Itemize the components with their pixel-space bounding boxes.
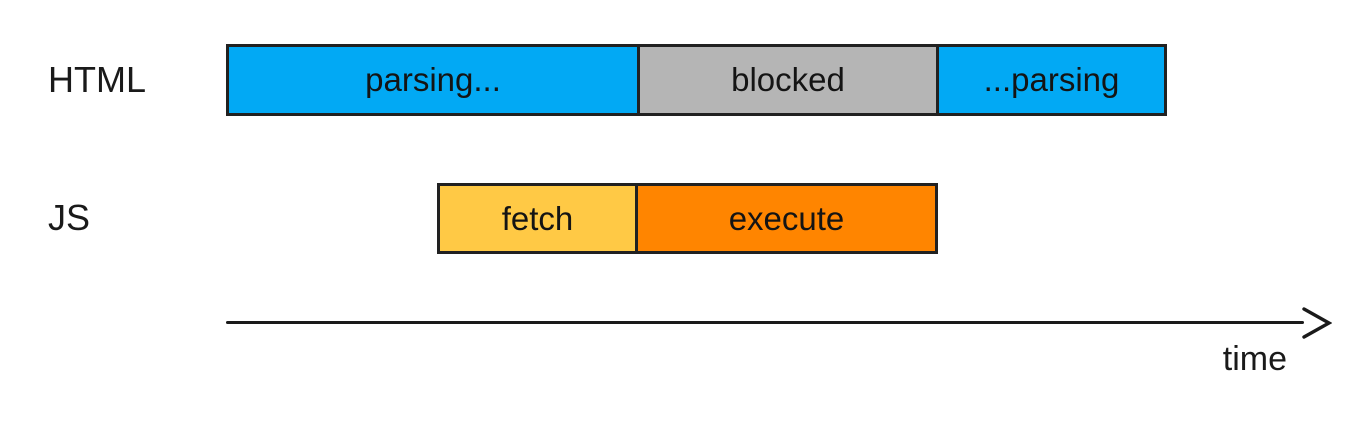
row-label-html: HTML: [48, 59, 146, 100]
segment-html-blocked: blocked: [637, 44, 939, 116]
time-axis-label: time: [1222, 340, 1287, 378]
segment-html-parsing-before: parsing...: [226, 44, 640, 116]
segment-html-parsing-after: ...parsing: [936, 44, 1167, 116]
segment-label-parsing-after: ...parsing: [983, 61, 1120, 98]
segment-label-parsing-before: parsing...: [365, 61, 501, 98]
segment-js-fetch: fetch: [437, 183, 638, 254]
segment-label-blocked: blocked: [731, 61, 845, 98]
segment-label-fetch: fetch: [501, 199, 574, 237]
time-axis-arrowhead-icon: [1302, 307, 1332, 339]
time-axis-line: [226, 321, 1304, 324]
row-label-js: JS: [48, 197, 91, 238]
segment-label-execute: execute: [728, 199, 845, 237]
segment-js-execute: execute: [635, 183, 938, 254]
